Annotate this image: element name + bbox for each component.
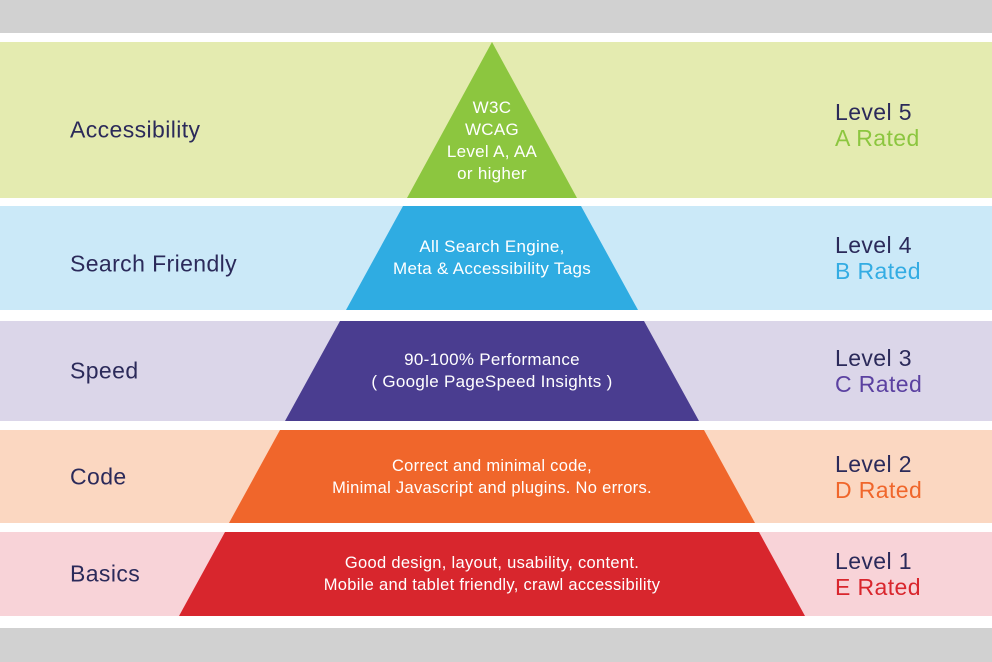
category-label-code: Code: [70, 463, 127, 489]
rating-label: A Rated: [835, 125, 920, 151]
top-border-bar: [0, 0, 992, 33]
band-line: W3C: [472, 98, 512, 117]
category-label-basics: Basics: [70, 560, 141, 587]
segment-description-level2: Correct and minimal code, Minimal Javasc…: [332, 455, 652, 499]
level-label: Level 2: [835, 450, 912, 477]
band-line: ( Google PageSpeed Insights ): [371, 372, 613, 391]
row-search-friendly: All Search Engine, Meta & Accessibility …: [0, 206, 992, 310]
category-label-accessibility: Accessibility: [70, 116, 201, 143]
band-line: Mobile and tablet friendly, crawl access…: [323, 576, 661, 594]
band-line: All Search Engine,: [419, 237, 565, 256]
band-line: Correct and minimal code,: [391, 456, 593, 475]
row-speed: 90-100% Performance ( Google PageSpeed I…: [0, 321, 992, 421]
segment-description-level3: 90-100% Performance ( Google PageSpeed I…: [371, 349, 612, 393]
level-label: Level 3: [835, 345, 912, 371]
band-line: Good design, layout, usability, content.: [344, 554, 640, 572]
pyramid-segment-level4: [346, 206, 638, 310]
level-rating-block: Level 2 D Rated: [835, 451, 922, 503]
row-accessibility: W3C WCAG Level A, AA or higher Accessibi…: [0, 42, 992, 198]
segment-description-level1: Good design, layout, usability, content.…: [324, 552, 661, 596]
level-rating-block: Level 1 E Rated: [835, 548, 921, 600]
level-label: Level 5: [835, 99, 912, 125]
rating-label: B Rated: [835, 258, 921, 284]
level-rating-block: Level 4 B Rated: [835, 232, 921, 284]
level-rating-block: Level 3 C Rated: [835, 345, 922, 397]
band-line: Meta & Accessibility Tags: [392, 259, 592, 278]
segment-description-level5: W3C WCAG Level A, AA or higher: [447, 97, 537, 185]
row-code: Correct and minimal code, Minimal Javasc…: [0, 430, 992, 523]
band-line: or higher: [457, 164, 527, 183]
level-label: Level 4: [835, 232, 912, 258]
category-label-search-friendly: Search Friendly: [70, 250, 238, 277]
bottom-border-bar: [0, 628, 992, 662]
band-line: 90-100% Performance: [404, 350, 580, 369]
rating-label: C Rated: [835, 371, 923, 397]
rating-label: E Rated: [835, 574, 921, 600]
band-line: WCAG: [464, 120, 520, 139]
pyramid-segment-level2: [229, 430, 755, 523]
band-line: Minimal Javascript and plugins. No error…: [332, 478, 652, 497]
segment-description-level4: All Search Engine, Meta & Accessibility …: [393, 236, 591, 280]
band-line: Level A, AA: [446, 142, 538, 161]
category-label-speed: Speed: [70, 357, 139, 384]
pyramid-segment-level3: [285, 321, 699, 421]
pyramid-segment-level1: [179, 532, 805, 616]
level-label: Level 1: [835, 548, 912, 574]
level-rating-block: Level 5 A Rated: [835, 99, 920, 151]
row-basics: Good design, layout, usability, content.…: [0, 532, 992, 616]
rating-label: D Rated: [835, 476, 923, 503]
